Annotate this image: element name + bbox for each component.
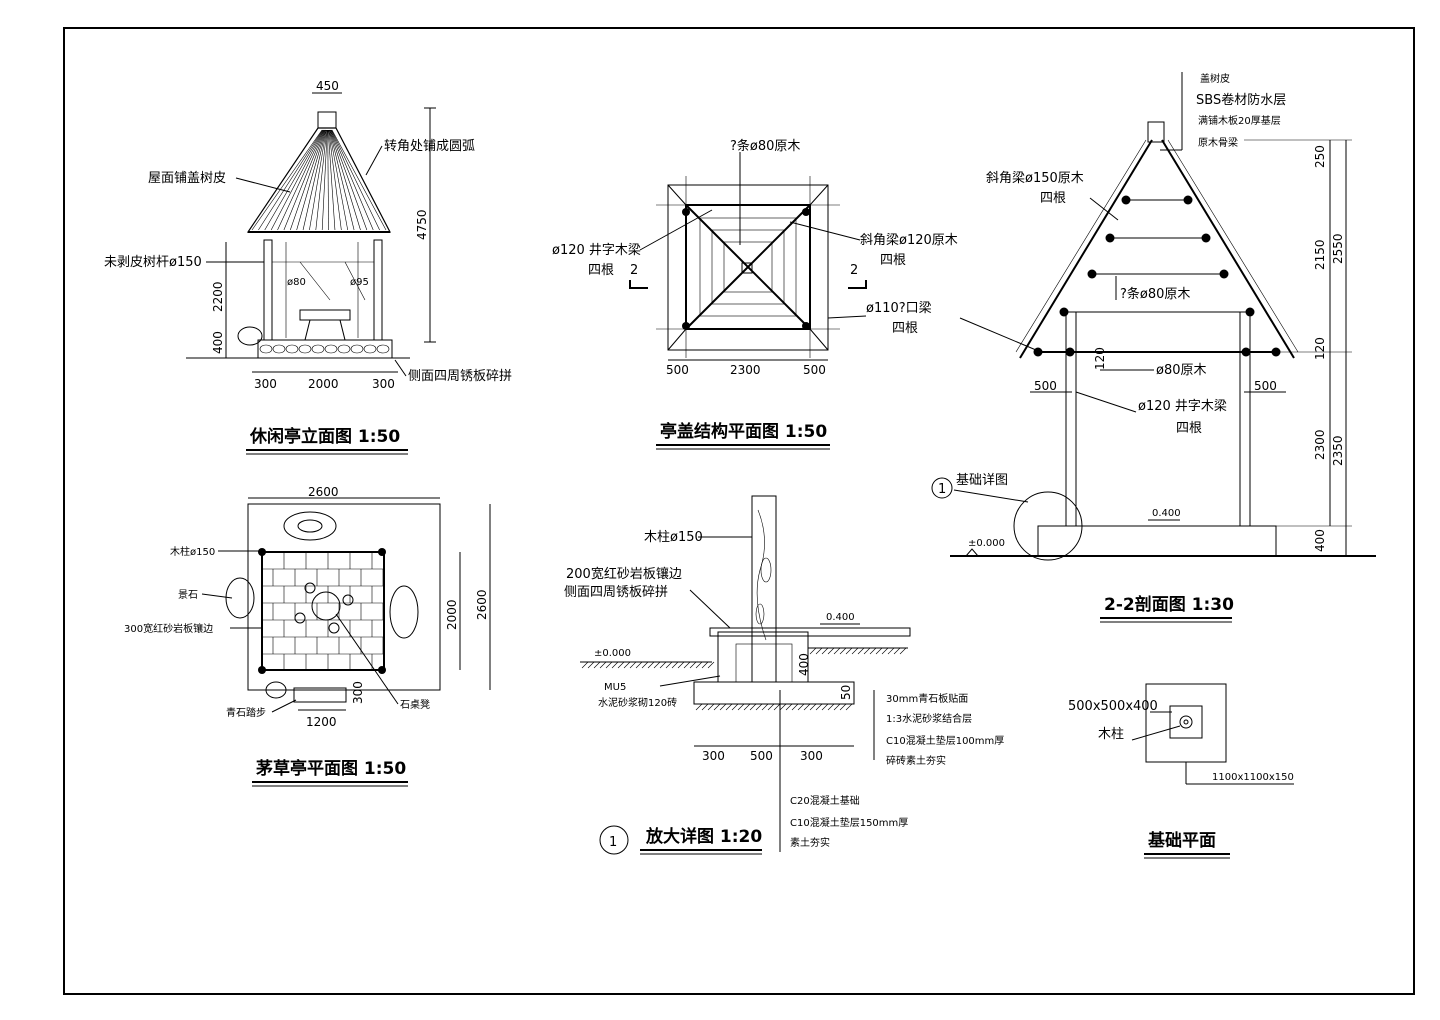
elev-dim-2000: 2000: [308, 377, 339, 391]
plan-view: 2600 2000 2600 1200 300 木柱ø150 景石 300宽红砂…: [124, 485, 491, 787]
roof-plan-view: 2 2 ?条ø80原木 ø120 井字木梁 四根 斜角梁ø120原木 四根 ø1…: [552, 138, 958, 450]
detail-layer2: 1:3水泥砂浆结合层: [886, 712, 972, 725]
plan-dim-300: 300: [351, 681, 365, 704]
elev-side-note: 侧面四周锈板碎拼: [408, 369, 512, 384]
elev-dim-2200: 2200: [211, 281, 225, 312]
plan-dim-2000: 2000: [445, 599, 459, 630]
detail-edge1: 200宽红砂岩板镶边: [566, 566, 682, 582]
detail-dim-500: 500: [750, 749, 773, 763]
sec-dim-120-small: 120: [1093, 347, 1107, 370]
sec-dim-500a: 500: [1034, 379, 1057, 393]
roof-dim-500b: 500: [803, 363, 826, 377]
elev-dim-300a: 300: [254, 377, 277, 391]
roof-dim-2300: 2300: [730, 363, 761, 377]
roof-ring-count: 四根: [892, 321, 918, 336]
plan-dim-2600: 2600: [308, 485, 339, 499]
sec-detail-ref: 基础详图: [956, 473, 1008, 488]
sec-title: 2-2剖面图 1:30: [1104, 594, 1234, 615]
elev-dim-400: 400: [211, 331, 225, 354]
sec-strip2: ø80原木: [1156, 363, 1207, 378]
plan-step-label: 青石踏步: [226, 706, 266, 719]
sec-elev400: 0.400: [1152, 508, 1181, 519]
plan-post-label: 木柱ø150: [170, 545, 215, 558]
detail-bottom1: C20混凝土基础: [790, 794, 860, 807]
detail-dim-400: 400: [797, 653, 811, 676]
sec-strip-label: ?条ø80原木: [1120, 286, 1190, 302]
roof-title: 亭盖结构平面图 1:50: [660, 421, 827, 442]
sec-layer2: SBS卷材防水层: [1196, 92, 1286, 108]
detail-elev400: 0.400: [826, 612, 855, 623]
sec-dim-500b: 500: [1254, 379, 1277, 393]
sec-dim-400: 400: [1313, 529, 1327, 552]
roof-cross-label: ø120 井字木梁: [552, 243, 641, 258]
plan-title: 茅草亭平面图 1:50: [256, 758, 406, 779]
section-view: 250 2150 2550 120 2300 2350 400 500 500 …: [931, 72, 1376, 623]
sec-layer1: 盖树皮: [1200, 72, 1230, 85]
roof-cut-right: 2: [850, 263, 858, 278]
detail-no: 1: [609, 835, 617, 850]
sec-dim-2150: 2150: [1313, 239, 1327, 270]
found-size2: 1100x1100x150: [1212, 772, 1294, 783]
plan-dim-2600v: 2600: [475, 589, 489, 620]
plan-edge-label: 300宽红砂岩板镶边: [124, 622, 213, 635]
detail-title: 放大详图 1:20: [645, 826, 762, 847]
detail-edge2: 侧面四周锈板碎拼: [564, 585, 668, 600]
roof-ring-label: ø110?口梁: [866, 301, 932, 316]
detail-layer1: 30mm青石板贴面: [886, 692, 968, 705]
sheet-border: [63, 27, 1415, 995]
roof-diag-count: 四根: [880, 253, 906, 268]
detail-bottom2: C10混凝土垫层150mm厚: [790, 816, 908, 829]
sec-dim-120: 120: [1313, 337, 1327, 360]
sec-layer3: 满铺木板20厚基层: [1198, 114, 1281, 127]
found-size1: 500x500x400: [1068, 699, 1158, 714]
sec-elev0: ±0.000: [968, 538, 1005, 549]
roof-cut-left: 2: [630, 263, 638, 278]
detail-elev0: ±0.000: [594, 648, 631, 659]
sec-detail-no: 1: [938, 482, 946, 497]
sec-cross-count: 四根: [1176, 421, 1202, 436]
foundation-view: 500x500x400 木柱 1100x1100x150 基础平面: [1068, 683, 1294, 859]
elev-title: 休闲亭立面图 1:50: [249, 426, 400, 447]
roof-diag-label: 斜角梁ø120原木: [860, 233, 958, 248]
roof-dim-500a: 500: [666, 363, 689, 377]
detail-dim-50: 50: [839, 685, 853, 700]
elev-d95: ø95: [350, 277, 369, 288]
plan-stone-label: 景石: [178, 589, 198, 601]
detail-mu5: MU5: [604, 682, 626, 693]
detail-layer4: 碎砖素土夯实: [886, 754, 946, 767]
elev-pole-note: 未剥皮树杆ø150: [104, 255, 202, 270]
detail-dim-300b: 300: [800, 749, 823, 763]
elev-dim-height: 4750: [415, 209, 429, 240]
elev-dim-top: 450: [316, 79, 339, 93]
elev-dim-300b: 300: [372, 377, 395, 391]
roof-cross-count: 四根: [588, 263, 614, 278]
plan-dim-1200: 1200: [306, 715, 337, 729]
elev-roof-note: 屋面铺盖树皮: [148, 171, 226, 186]
detail-post-label: 木柱ø150: [644, 530, 703, 545]
detail-brick: 水泥砂浆砌120砖: [598, 696, 677, 709]
detail-bottom3: 素土夯实: [790, 836, 830, 849]
sec-dim-2550: 2550: [1331, 233, 1345, 264]
sec-dim-2300: 2300: [1313, 429, 1327, 460]
plan-table-label: 石桌凳: [400, 698, 430, 711]
elevation-view: 450 4750 2200 400 300 2000 300 屋面铺盖树皮 转角…: [104, 79, 512, 455]
elev-d80: ø80: [287, 277, 306, 288]
sec-dim-2350: 2350: [1331, 435, 1345, 466]
sec-diag-count: 四根: [1040, 191, 1066, 206]
detail-layer3: C10混凝土垫层100mm厚: [886, 734, 1004, 747]
found-title: 基础平面: [1147, 830, 1216, 851]
detail-view: 0.400 ±0.000 400 50 木柱ø150 200宽红砂岩板镶边 侧面…: [564, 495, 1004, 855]
sec-layer4: 原木骨梁: [1198, 136, 1238, 149]
sec-diag-label: 斜角梁ø150原木: [986, 171, 1084, 186]
sec-dim-250: 250: [1313, 145, 1327, 168]
found-post: 木柱: [1098, 727, 1124, 742]
detail-dim-300a: 300: [702, 749, 725, 763]
elev-corner-note: 转角处铺成圆弧: [384, 139, 475, 154]
roof-strip-label: ?条ø80原木: [730, 138, 800, 154]
sec-cross-label: ø120 井字木梁: [1138, 399, 1227, 414]
